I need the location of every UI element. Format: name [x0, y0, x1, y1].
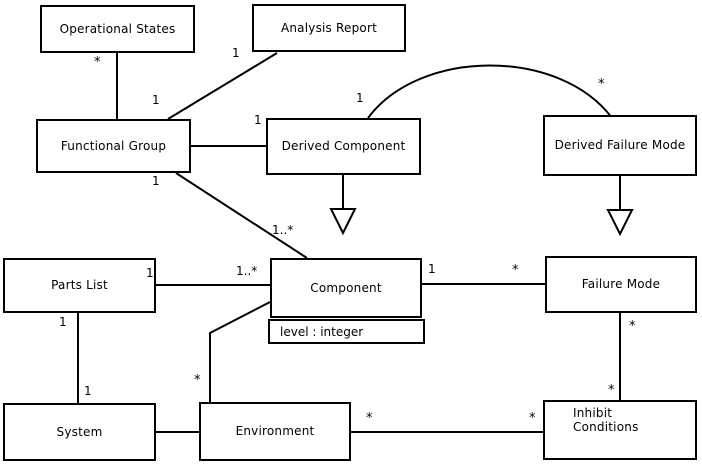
generalization-triangle-arrow-derived-failure-mode [606, 209, 634, 237]
multiplicity-label-m-partslist-system-b: 1 [84, 384, 92, 398]
multiplicity-label-m-env-inhibit-left: * [366, 411, 373, 426]
class-box-parts-list[interactable]: Parts List [3, 258, 156, 313]
multiplicity-label-m-comp-fm-right: * [512, 263, 519, 278]
class-box-environment[interactable]: Environment [199, 402, 351, 461]
class-name-failure-mode: Failure Mode [581, 277, 661, 292]
generalization-triangle-arrow-derived-component [329, 208, 357, 236]
class-name-system: System [56, 424, 103, 439]
class-name-analysis-report: Analysis Report [280, 20, 378, 35]
connector-edge-report-fg [167, 52, 278, 120]
connector-edge-dc-dfm-arc [367, 64, 613, 119]
multiplicity-label-m-dc-dfm-right: * [598, 77, 605, 92]
class-box-operational-states[interactable]: Operational States [40, 5, 195, 53]
class-box-system[interactable]: System [3, 403, 156, 461]
attribute-compartment-component-level[interactable]: level : integer [268, 319, 425, 344]
class-name-component: Component [310, 280, 382, 295]
class-box-derived-component[interactable]: Derived Component [266, 118, 421, 175]
multiplicity-label-m-dc-dfm-left: 1 [356, 91, 364, 105]
class-name-parts-list: Parts List [51, 278, 108, 293]
class-name-environment: Environment [235, 424, 315, 439]
class-name-inhibit-conditions: Inhibit Conditions [573, 406, 639, 435]
multiplicity-label-m-fg-component: 1 [152, 174, 160, 188]
multiplicity-label-m-fg-component-far: 1..* [272, 223, 294, 237]
multiplicity-label-m-env-inhibit-right: * [529, 411, 536, 426]
multiplicity-label-m-fg-report: 1 [152, 93, 160, 107]
multiplicity-label-m-partslist-system-t: 1 [59, 315, 67, 329]
class-name-functional-group: Functional Group [60, 138, 167, 153]
multiplicity-label-m-fg-dc: 1 [254, 113, 262, 127]
class-name-derived-component: Derived Component [281, 139, 406, 154]
connector-edge-env-component [209, 301, 271, 402]
class-box-analysis-report[interactable]: Analysis Report [252, 4, 406, 52]
class-box-functional-group[interactable]: Functional Group [36, 119, 191, 173]
multiplicity-label-m-opstates-fg: * [94, 55, 101, 70]
class-box-inhibit-conditions[interactable]: Inhibit Conditions [543, 400, 697, 460]
class-box-derived-failure-mode[interactable]: Derived Failure Mode [543, 115, 697, 176]
multiplicity-label-m-report-fg: 1 [232, 46, 240, 60]
class-box-failure-mode[interactable]: Failure Mode [545, 256, 697, 313]
attribute-text-component-level: level : integer [280, 324, 364, 339]
class-name-operational-states: Operational States [59, 21, 176, 36]
class-name-derived-failure-mode: Derived Failure Mode [554, 138, 686, 153]
multiplicity-label-m-fm-inhibit-top: * [629, 319, 636, 334]
multiplicity-label-m-comp-fm-left: 1 [428, 262, 436, 276]
connector-edge-fg-component [175, 172, 308, 259]
multiplicity-label-m-partslist-comp-r: 1..* [236, 264, 258, 278]
multiplicity-label-m-partslist-comp-l: 1 [146, 266, 154, 280]
multiplicity-label-m-fm-inhibit-bottom: * [608, 383, 615, 398]
multiplicity-label-m-env-component: * [194, 373, 201, 388]
class-box-component[interactable]: Component [270, 258, 422, 318]
